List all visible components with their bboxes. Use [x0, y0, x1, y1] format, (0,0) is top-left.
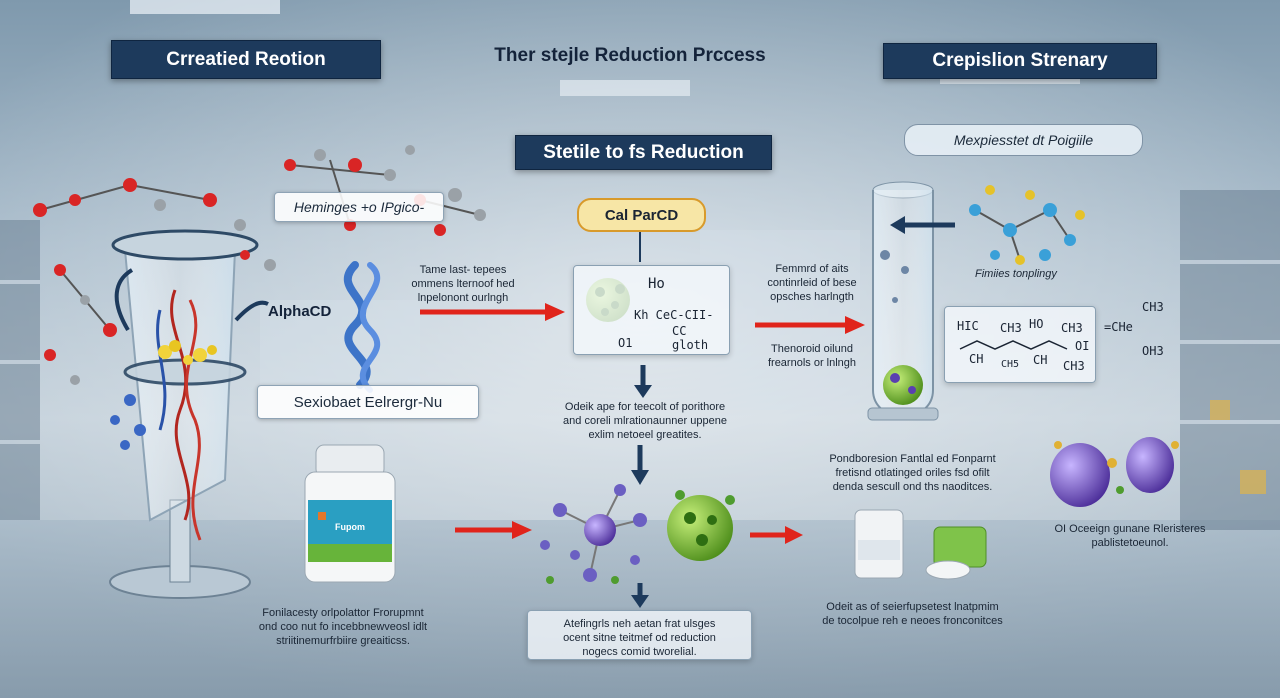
flow-arrows: [420, 216, 955, 608]
note-center-mid: Odeik ape for teecolt of porithore and c…: [535, 400, 755, 442]
label-flasks: Fimiies tonplingy: [975, 268, 1057, 280]
note-line: Femmrd of aits: [775, 263, 849, 275]
note-right-mid: Pondboresion Fantlal ed Fonparnt fretisn…: [800, 452, 1025, 494]
note-line: frearnols or lnlngh: [767, 357, 857, 369]
note-far-right: OI Oceeign gunane Rleristeres pablisteto…: [1040, 522, 1220, 550]
chem-ch3c: CH3: [1063, 359, 1085, 373]
blue-helix: [343, 261, 381, 393]
left-molecule-cloud: [33, 145, 486, 385]
header-left: Crreatied Reotion: [111, 40, 381, 79]
jars: [854, 509, 987, 580]
header-center: Ther stejle Reduction Prccess: [494, 45, 766, 66]
chem-o1: O1: [618, 336, 633, 350]
reactor-column: [109, 229, 269, 599]
note-right-arrow-top: Femmrd of aits continrleid of bese opsch…: [752, 262, 872, 304]
note-line: lnpelonont ourlngh: [417, 292, 509, 304]
header-mid: Stetile to fs Reduction: [515, 135, 772, 170]
note-line: Atefingrls neh aetan frat ulsges: [563, 618, 716, 630]
note-right-bottom: Odeit as of seierfupsetest lnatpmim de t…: [800, 600, 1025, 628]
purple-cells: [1050, 437, 1179, 507]
chem-far-ch3: CH3: [1142, 300, 1164, 314]
chem-ho: Ho: [648, 276, 665, 292]
chem-ch3a: CH3: [1000, 321, 1022, 335]
chem-line2: CC gloth: [672, 324, 709, 352]
note-line: ommens lternoof hed: [411, 278, 515, 290]
note-line: ond coo nut fo incebbnewveosl idlt: [258, 621, 428, 633]
note-line: Thenoroid oilund: [771, 343, 853, 355]
header-right: Crepislion Strenary: [883, 43, 1157, 79]
chem-ho-right: HO: [1029, 317, 1044, 331]
chem-far-che: =CHe: [1104, 320, 1133, 334]
note-line: denda sescull ond ths naoditces.: [832, 481, 993, 493]
chem-hic: HIC: [957, 319, 979, 333]
note-line: Odeik ape for teecolt of porithore: [564, 401, 726, 413]
note-right-arrow-bottom: Thenoroid oilund frearnols or lnlngh: [752, 342, 872, 370]
note-line: striitinemurfrbiire greaiticss.: [276, 635, 410, 647]
chem-oi: OI: [1075, 339, 1090, 353]
chem-ch2: CH: [1033, 353, 1048, 367]
right-molecule-cluster: [969, 185, 1085, 265]
note-line: and coreli mlrationaunner uppene: [563, 415, 727, 427]
center-chem-panel: Ho Kh CeC-CII- CC gloth O1: [573, 265, 730, 355]
label-sexiobaet: Sexiobaet Eelrergr-Nu: [257, 385, 479, 419]
note-line: opsches harlngth: [770, 291, 854, 303]
label-top-molecule: Heminges +o IPgico-: [274, 192, 444, 222]
note-line: exlim netoeel greatites.: [588, 429, 702, 441]
note-line: fretisnd otlatinged oriles fsd ofilt: [835, 467, 990, 479]
chem-skeleton: [959, 340, 1068, 350]
blue-molecule-cluster: [110, 394, 146, 450]
note-line: de tocolpue reh e neoes fronconitces: [822, 615, 1003, 627]
note-line: Odeit as of seierfupsetest lnatpmim: [826, 601, 999, 613]
right-chem-panel: HIC CH3 HO CH3 CH CH5 CH CH3 OI: [944, 306, 1096, 383]
note-line: continrleid of bese: [767, 277, 857, 289]
label-alpha: AlphaCD: [268, 303, 332, 320]
note-line: pablistetoeunol.: [1091, 537, 1169, 549]
note-center-bottom: Atefingrls neh aetan frat ulsges ocent s…: [527, 610, 752, 660]
note-line: Fonilacesty orlpolattor Frorupmnt: [262, 607, 424, 619]
chem-line1: Kh CeC-CII-: [634, 308, 714, 322]
bottom-center-cluster: [540, 484, 735, 584]
chem-cs: CH5: [1001, 359, 1020, 370]
note-line: nogecs comid tworelial.: [582, 646, 697, 658]
chem-ch3b: CH3: [1061, 321, 1083, 335]
chem-ch: CH: [969, 352, 984, 366]
bottle-label: Fupom: [335, 522, 365, 532]
label-cal-par: Cal ParCD: [577, 198, 706, 232]
note-line: OI Oceeign gunane Rleristeres: [1054, 523, 1206, 535]
supplement-bottle: [304, 444, 396, 583]
chem-far-oh3: OH3: [1142, 344, 1164, 358]
note-left-arrow: Tame last- tepees ommens lternoof hed ln…: [398, 263, 528, 305]
note-left-bottom: Fonilacesty orlpolattor Frorupmnt ond co…: [228, 606, 458, 648]
label-right-top: Mexpiesstet dt Poigiile: [904, 124, 1143, 156]
note-line: ocent sitne teitmef od reduction: [563, 632, 716, 644]
test-tube: [867, 181, 939, 421]
note-line: Tame last- tepees: [419, 264, 507, 276]
note-line: Pondboresion Fantlal ed Fonparnt: [829, 453, 996, 465]
